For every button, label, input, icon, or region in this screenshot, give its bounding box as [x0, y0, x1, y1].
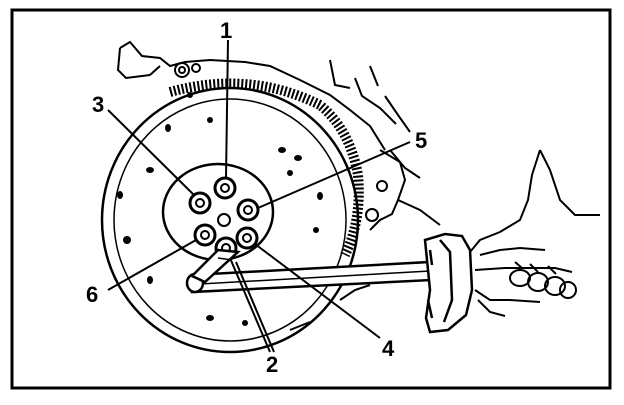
callout-1: 1: [220, 18, 232, 43]
engine-housing: [116, 40, 441, 331]
flywheel-disc: [100, 86, 360, 354]
leader-3: [107, 109, 196, 197]
bolt-4: [235, 226, 259, 250]
flywheel-holder-tool: [185, 248, 434, 294]
leader-6: [107, 239, 197, 291]
callout-4: 4: [382, 336, 395, 361]
border-frame: [10, 8, 612, 390]
callout-6: 6: [86, 282, 98, 307]
leader-2a: [229, 257, 271, 353]
bolt-6: [193, 223, 217, 247]
bolt-5: [236, 198, 260, 222]
hub-bolts: [188, 176, 260, 260]
callout-labels: 1 3 5 6 4 2: [86, 18, 427, 377]
bolt-1: [213, 176, 237, 200]
hand-illustration: [469, 149, 600, 317]
leader-4: [254, 243, 381, 339]
wrench-handle: [423, 232, 474, 334]
leader-1: [225, 39, 229, 179]
leader-lines: [107, 39, 411, 353]
leader-2b: [235, 261, 275, 353]
callout-3: 3: [92, 92, 104, 117]
callout-5: 5: [415, 128, 427, 153]
leader-5: [257, 141, 411, 209]
bolt-3: [188, 191, 212, 215]
flywheel-holes: [117, 92, 323, 326]
callout-2: 2: [266, 352, 278, 377]
